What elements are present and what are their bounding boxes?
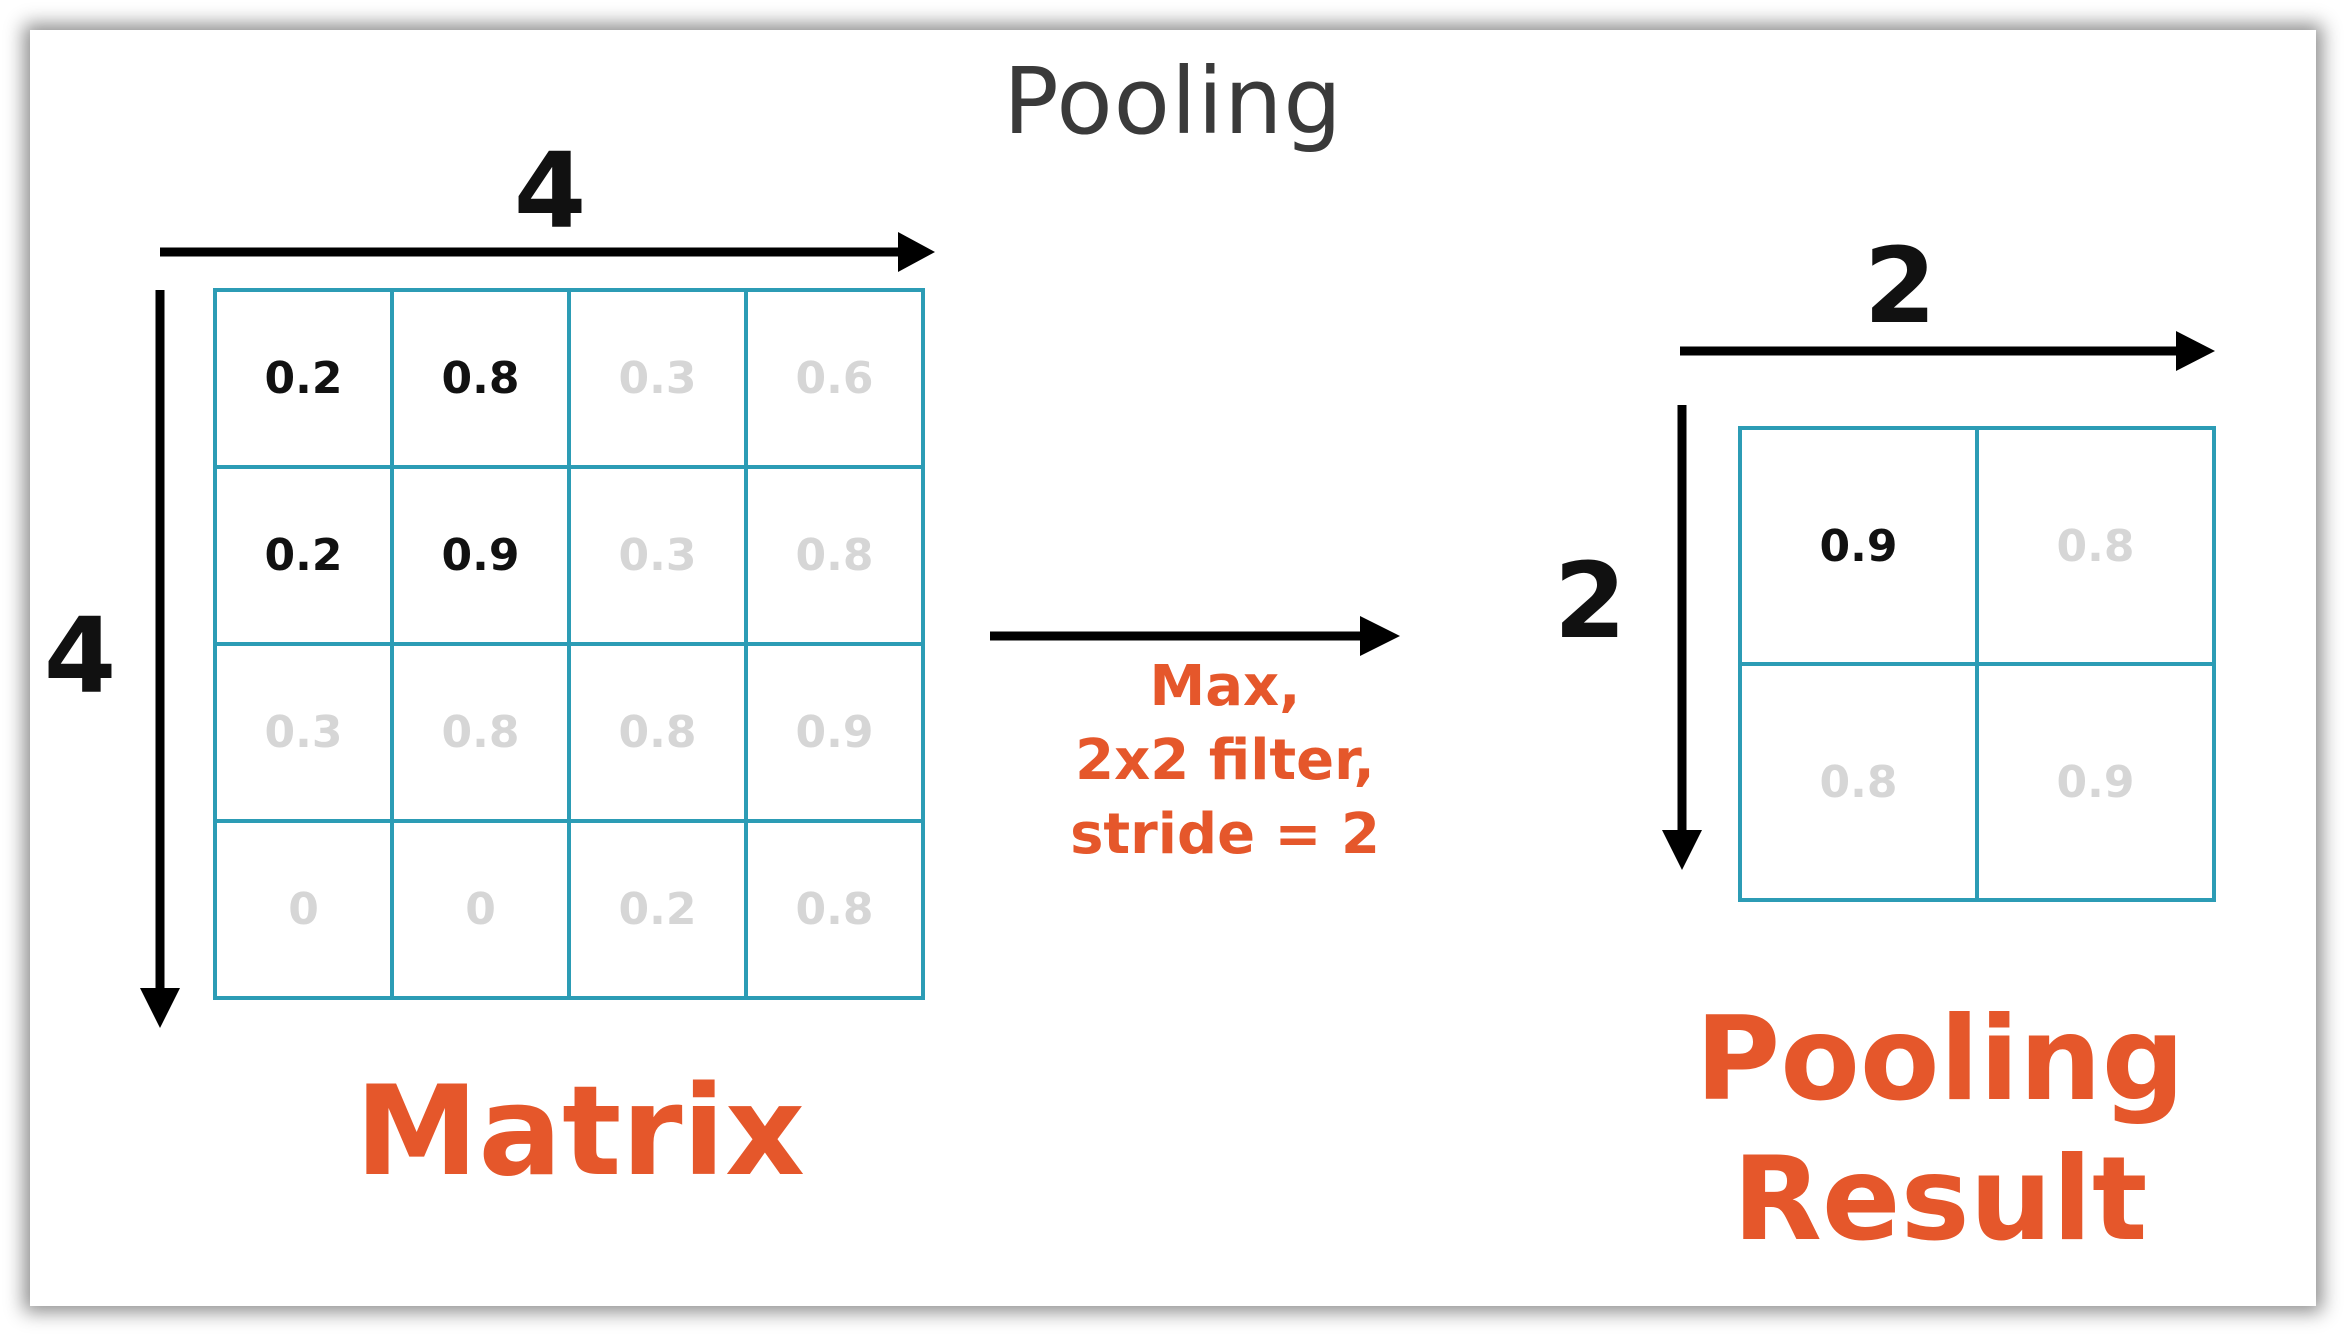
result-label-line-2: Result [1732, 1132, 2148, 1267]
operation-line-1: Max, [1149, 654, 1301, 719]
matrix-label: Matrix [355, 1060, 805, 1204]
result-label: Pooling Result [1640, 990, 2240, 1270]
result-rows-arrowhead [1662, 830, 1702, 870]
operation-arrowhead [1360, 616, 1400, 656]
matrix-cell: 0.9 [390, 465, 571, 646]
matrix-cell: 0.9 [744, 642, 925, 823]
pooling-operation-description: Max, 2x2 filter, stride = 2 [1020, 650, 1430, 872]
matrix-cell: 0.6 [744, 288, 925, 469]
matrix-cell: 0.2 [213, 465, 394, 646]
matrix-cell: 0 [213, 819, 394, 1000]
slide-title: Pooling [1003, 48, 1343, 155]
result-cols-arrowhead [2176, 331, 2215, 371]
matrix-rows-label: 4 [43, 595, 117, 717]
result-cell: 0.9 [1975, 662, 2216, 902]
matrix-cell: 0.8 [567, 642, 748, 823]
operation-line-2: 2x2 filter, [1075, 728, 1375, 793]
matrix-cell: 0.8 [390, 288, 571, 469]
operation-line-3: stride = 2 [1070, 802, 1380, 867]
matrix-cell: 0 [390, 819, 571, 1000]
result-rows-label: 2 [1553, 540, 1627, 662]
matrix-cell: 0.8 [744, 819, 925, 1000]
matrix-cell: 0.2 [213, 288, 394, 469]
matrix-cell: 0.8 [390, 642, 571, 823]
result-label-line-1: Pooling [1695, 992, 2185, 1127]
matrix-cols-arrowhead [898, 232, 935, 272]
result-cell: 0.8 [1738, 662, 1979, 902]
result-cell: 0.8 [1975, 426, 2216, 666]
matrix-cell: 0.2 [567, 819, 748, 1000]
matrix-cols-label: 4 [513, 130, 587, 252]
matrix-rows-arrowhead [140, 988, 180, 1028]
matrix-cell: 0.3 [213, 642, 394, 823]
matrix-cell: 0.3 [567, 465, 748, 646]
matrix-cell: 0.8 [744, 465, 925, 646]
result-cell: 0.9 [1738, 426, 1979, 666]
result-cols-label: 2 [1863, 225, 1937, 347]
matrix-cell: 0.3 [567, 288, 748, 469]
